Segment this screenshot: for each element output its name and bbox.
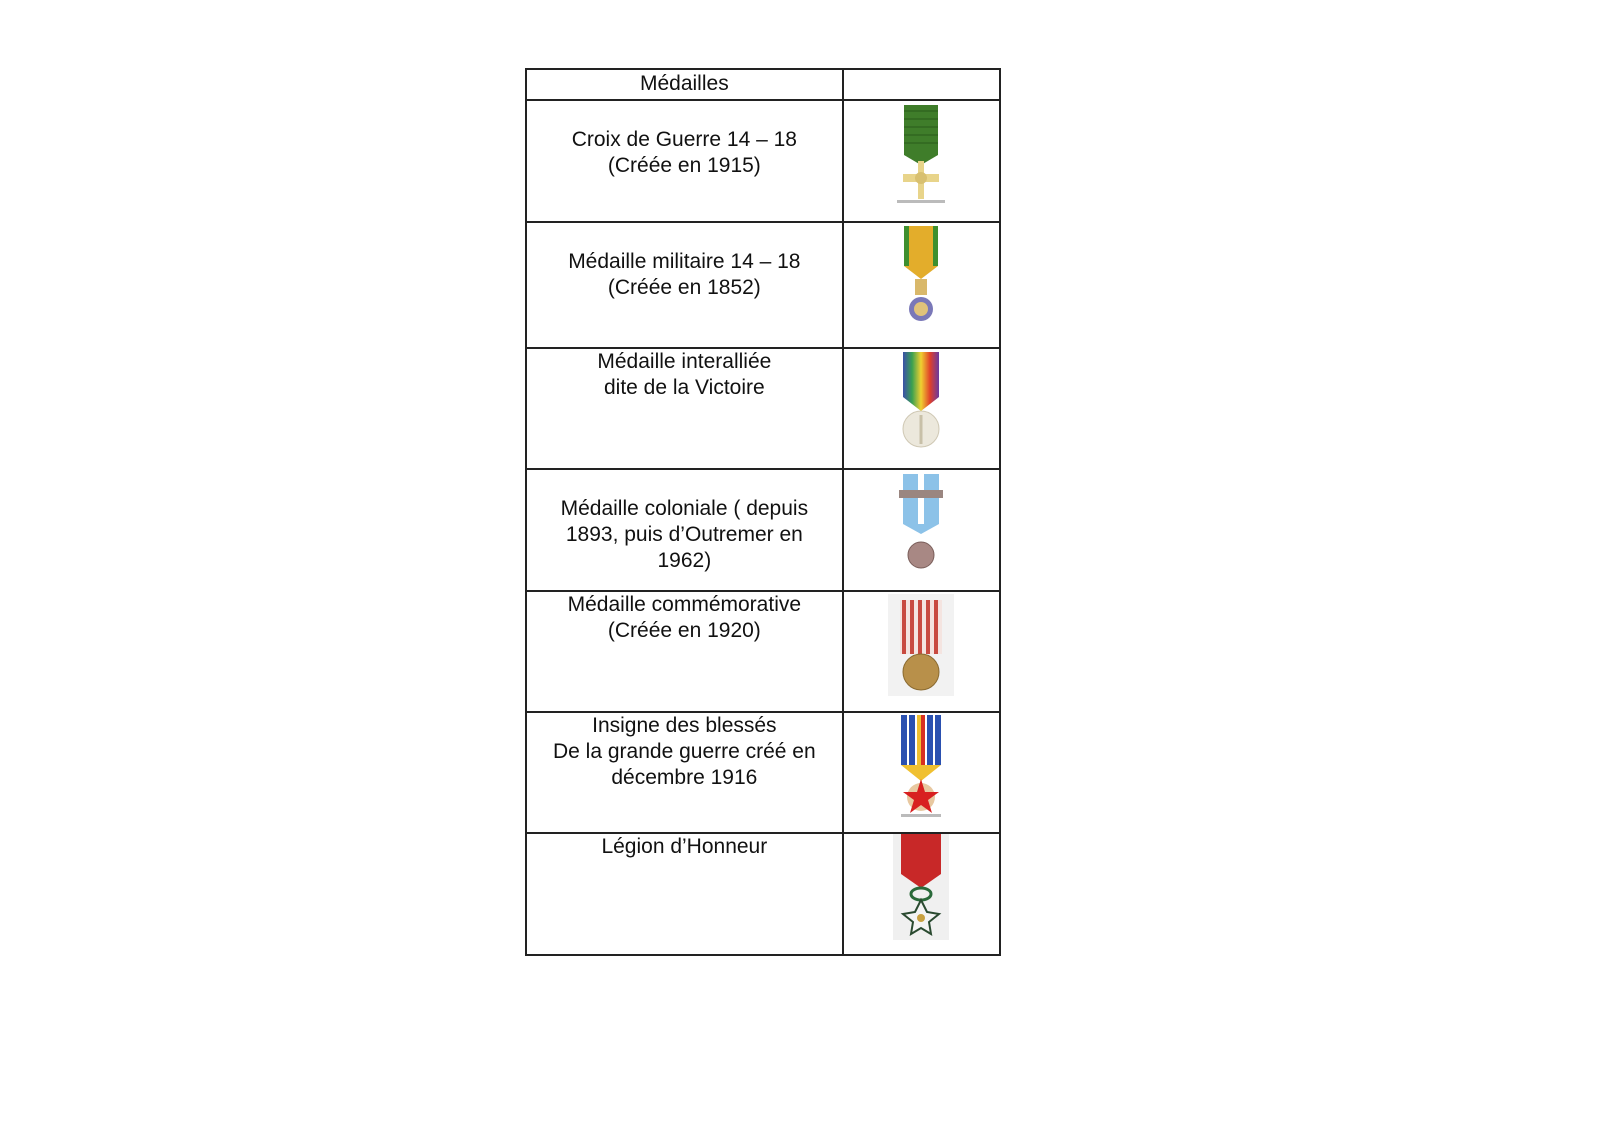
blesses-insigne-icon	[901, 715, 942, 817]
legion-honneur-medal-icon	[893, 834, 950, 940]
table-row: Médaille coloniale ( depuis 1893, puis d…	[525, 468, 1002, 592]
table-header-row: Médailles	[525, 68, 1002, 101]
victoire-medal-icon	[902, 352, 940, 448]
table-row: Médaille interalliée dite de la Victoire	[525, 347, 1002, 470]
table-row: Médaille commémorative (Créée en 1920)	[525, 590, 1002, 713]
commemorative-medal-icon	[888, 594, 955, 696]
croix-de-guerre-medal-icon	[897, 105, 946, 203]
coloniale-medal-icon	[899, 474, 944, 569]
header-medailles: Médailles	[525, 68, 844, 101]
medal-name: Médaille interalliée dite de la Victoire	[597, 350, 772, 399]
table-row: Croix de Guerre 14 – 18 (Créée en 1915)	[525, 99, 1002, 223]
medal-name: Médaille coloniale ( depuis 1893, puis d…	[560, 497, 809, 572]
medal-name: Médaille militaire 14 – 18 (Créée en 185…	[568, 250, 801, 299]
table-row: Médaille militaire 14 – 18 (Créée en 185…	[525, 221, 1002, 349]
medal-name: Médaille commémorative (Créée en 1920)	[567, 593, 802, 642]
table-row: Légion d’Honneur	[525, 832, 1002, 956]
table-row: Insigne des blessés De la grande guerre …	[525, 711, 1002, 834]
medal-name: Croix de Guerre 14 – 18 (Créée en 1915)	[571, 128, 797, 177]
medaille-militaire-medal-icon	[904, 226, 939, 321]
header-image	[841, 68, 1002, 101]
medals-table: Médailles Croix de Guerre 14 – 18 (Créée…	[525, 68, 1002, 956]
medal-name: Insigne des blessés De la grande guerre …	[553, 714, 816, 789]
medal-name: Légion d’Honneur	[601, 835, 768, 858]
